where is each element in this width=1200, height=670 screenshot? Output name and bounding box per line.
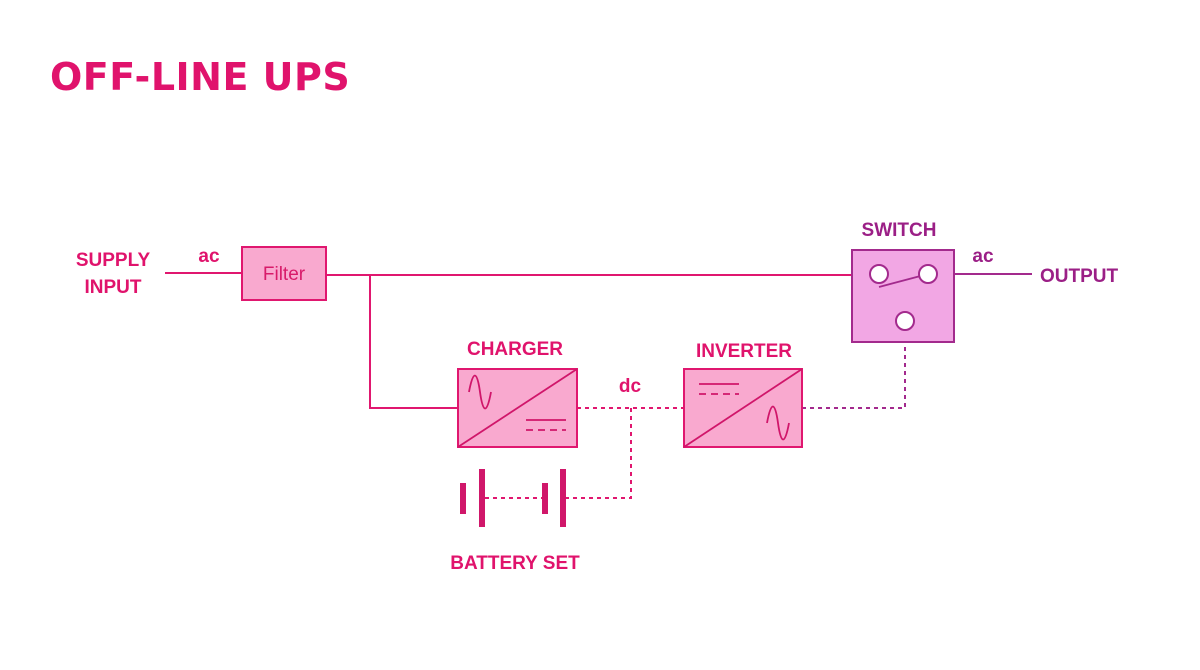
switch-label: SWITCH <box>862 220 937 241</box>
switch-contact-output <box>918 264 938 284</box>
supply-input-label-line2: INPUT <box>85 277 142 298</box>
battery-set-label: BATTERY SET <box>450 553 580 574</box>
battery-cell-1-long-plate <box>479 469 485 527</box>
ac-output-label: ac <box>972 246 994 267</box>
page-title: OFF-LINE UPS <box>50 55 350 99</box>
switch-contact-inverter <box>895 311 915 331</box>
filter-box <box>241 246 327 301</box>
wire-inverter-to-switch <box>802 333 906 409</box>
switch-block <box>851 249 955 343</box>
battery-cell-2-long-plate <box>560 469 566 527</box>
charger-diagonal <box>457 368 578 448</box>
charger-label: CHARGER <box>467 339 563 360</box>
filter-block: Filter <box>241 246 327 301</box>
inverter-label: INVERTER <box>696 341 792 362</box>
inverter-diagonal <box>683 368 803 448</box>
battery-cell-2-short-plate <box>542 483 548 514</box>
wire-branch-to-charger <box>369 275 458 409</box>
charger-block <box>457 368 578 448</box>
ac-sine-icon <box>468 374 492 410</box>
wire-dc-to-battery <box>565 408 632 499</box>
output-label: OUTPUT <box>1040 266 1119 287</box>
supply-input-label-line1: SUPPLY <box>76 250 151 271</box>
dc-label: dc <box>619 376 642 397</box>
inverter-block <box>683 368 803 448</box>
battery-set <box>460 469 566 527</box>
battery-cell-1-short-plate <box>460 483 466 514</box>
switch-contact-input <box>869 264 889 284</box>
filter-label: Filter <box>263 264 306 285</box>
ac-sine-icon <box>766 405 790 441</box>
ac-input-label: ac <box>198 246 220 267</box>
